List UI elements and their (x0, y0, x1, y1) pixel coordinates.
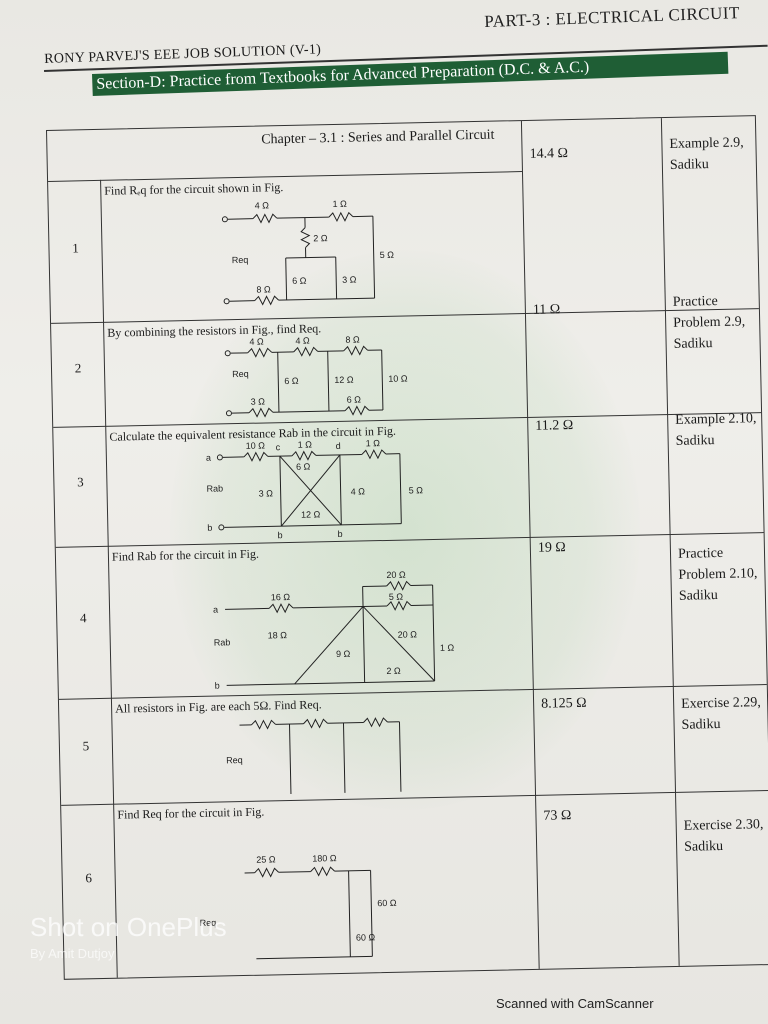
row-number: 3 (76, 474, 84, 490)
resistor-label: 3 Ω (259, 488, 274, 498)
camera-watermark: Shot on OnePlus (30, 912, 227, 942)
resistor-label: 9 Ω (336, 649, 351, 659)
terminal-label: b (207, 523, 212, 533)
resistor-label: 16 Ω (271, 592, 291, 602)
row-number: 1 (72, 240, 79, 256)
terminal-label: Req (226, 755, 243, 765)
terminal-label: b (215, 680, 220, 690)
resistor-label: 12 Ω (301, 509, 321, 519)
scanner-credit: Scanned with CamScanner (496, 996, 654, 1011)
watermark-seal (170, 250, 640, 810)
resistor-label: 4 Ω (249, 336, 264, 346)
row-reference: Example 2.9, Sadiku (669, 135, 744, 173)
resistor-label: 12 Ω (334, 375, 354, 385)
terminal-label: Req (232, 255, 249, 265)
row-reference: Example 2.10, Sadiku (675, 411, 757, 449)
resistor-label: 5 Ω (409, 485, 424, 495)
resistor-label: 6 Ω (347, 394, 362, 404)
col-divider (100, 179, 118, 978)
row-answer: 8.125 Ω (540, 695, 587, 712)
circuit-diagram-6: 25 Ω 180 Ω 60 Ω Req 60 Ω (200, 853, 397, 960)
resistor-label: 4 Ω (351, 486, 366, 496)
camera-credit: By Amit Dutjoy (30, 946, 115, 961)
resistor-label: 8 Ω (345, 334, 360, 344)
row-question: Find Req for the circuit in Fig. (117, 804, 265, 822)
terminal-label: Req (200, 918, 217, 928)
resistor-label: 10 Ω (246, 440, 266, 450)
resistor-label: 180 Ω (312, 853, 337, 864)
resistor-label: 60 Ω (377, 898, 397, 908)
resistor-label: 18 Ω (268, 630, 288, 640)
row-number: 4 (79, 610, 87, 626)
resistor-label: 8 Ω (256, 284, 271, 294)
row-number: 5 (82, 738, 90, 754)
chapter-title: Chapter – 3.1 : Series and Parallel Circ… (261, 127, 495, 148)
row-reference: Exercise 2.30, Sadiku (683, 817, 764, 855)
resistor-label: 20 Ω (386, 570, 406, 580)
row-reference: Practice Problem 2.9, Sadiku (672, 293, 746, 352)
resistor-label: 6 Ω (284, 376, 299, 386)
row-answer: 19 Ω (537, 540, 566, 556)
resistor-label: 2 Ω (386, 666, 401, 676)
row-answer: 11 Ω (532, 302, 561, 318)
circuit-diagram-5: Req (226, 717, 402, 795)
row-answer: 11.2 Ω (535, 418, 574, 434)
resistor-label: 25 Ω (256, 854, 276, 864)
terminal-label: a (213, 605, 218, 615)
resistor-label: 1 Ω (440, 643, 455, 653)
circuit-diagram-1: 4 Ω 1 Ω 2 Ω 5 Ω 6 Ω 3 Ω 8 Ω Req (221, 199, 395, 306)
row-reference: Practice Problem 2.10, Sadiku (677, 545, 758, 604)
part-header: PART-3 : ELECTRICAL CIRCUIT (484, 3, 741, 31)
row-number: 2 (74, 360, 82, 376)
resistor-label: 10 Ω (388, 373, 408, 383)
node-label: d (336, 441, 341, 451)
terminal-label: Req (232, 369, 249, 379)
resistor-label: 1 Ω (366, 438, 381, 448)
resistor-label: 5 Ω (380, 250, 395, 260)
row-answer: 14.4 Ω (529, 146, 569, 162)
resistor-label: 4 Ω (295, 336, 310, 346)
resistor-label: 3 Ω (251, 396, 266, 406)
row-answer: 73 Ω (543, 808, 572, 824)
resistor-label: 3 Ω (342, 275, 357, 285)
problem-table: Chapter – 3.1 : Series and Parallel Circ… (46, 115, 768, 980)
node-label: b (337, 529, 342, 539)
circuit-diagram-3: 10 Ω c 1 Ω d 1 Ω 6 Ω a Rab 3 Ω 4 Ω 5 Ω 1… (206, 438, 424, 540)
resistor-label: 4 Ω (255, 200, 270, 210)
node-label: b (277, 530, 282, 540)
node-label: c (276, 442, 281, 452)
resistor-label: 20 Ω (398, 629, 418, 639)
resistor-label: 2 Ω (313, 233, 328, 243)
resistor-label: 6 Ω (292, 276, 307, 286)
circuit-diagram-2: 4 Ω 4 Ω 8 Ω 6 Ω 12 Ω 10 Ω 3 Ω 6 Ω Req (224, 334, 408, 418)
terminal-label: Rab (214, 637, 231, 647)
row-number: 6 (85, 870, 93, 886)
terminal-label: a (206, 453, 211, 463)
resistor-label: 6 Ω (296, 462, 311, 472)
row-reference: Exercise 2.29, Sadiku (681, 695, 762, 733)
circuit-diagram-4: 20 Ω 16 Ω 5 Ω a Rab 18 Ω 20 Ω 9 Ω 1 Ω 2 … (213, 570, 455, 691)
row-divider (48, 171, 522, 182)
resistor-label: 5 Ω (389, 592, 404, 602)
col-divider (660, 118, 680, 966)
resistor-label: 60 Ω (356, 932, 376, 942)
resistor-label: 1 Ω (298, 439, 313, 449)
terminal-label: Rab (206, 483, 223, 493)
resistor-label: 1 Ω (333, 199, 348, 209)
